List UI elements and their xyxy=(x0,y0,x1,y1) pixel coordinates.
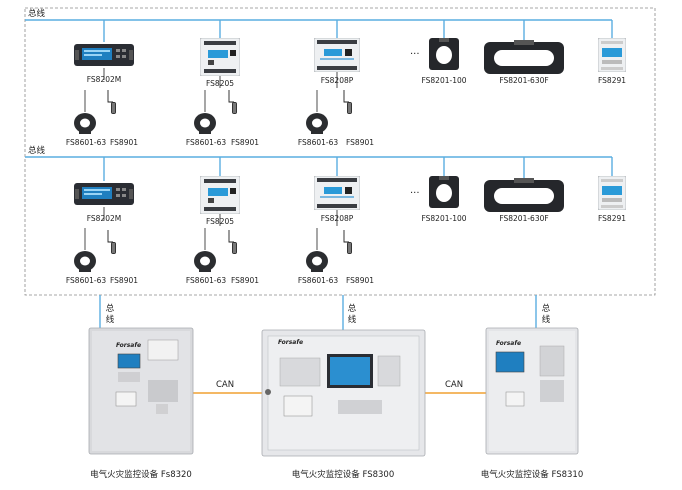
label-probe: FS8901 xyxy=(109,138,139,147)
bus-char: 总 xyxy=(541,304,551,314)
fs8201-100-sensor xyxy=(429,176,459,208)
bus-char: 线 xyxy=(541,315,551,325)
can-label-right: CAN xyxy=(445,380,464,390)
label-fs8208p: FS8208P xyxy=(320,76,354,85)
ellipsis: ··· xyxy=(410,49,420,60)
label-fs8291: FS8291 xyxy=(597,76,627,85)
caption-fs8310: 电气火灾监控设备 FS8310 xyxy=(480,470,584,480)
ct-sensor xyxy=(74,251,96,272)
ct-sensor xyxy=(306,251,328,272)
panel-fs8320 xyxy=(88,327,194,455)
ellipsis: ··· xyxy=(410,188,420,199)
can-label-left: CAN xyxy=(216,380,235,390)
bus-char: 总 xyxy=(105,304,115,314)
label-ct: FS8601-63 xyxy=(185,138,227,147)
label-fs8205: FS8205 xyxy=(205,217,235,226)
label-ct: FS8601-63 xyxy=(297,276,339,285)
label-probe: FS8901 xyxy=(345,138,375,147)
bus-char: 线 xyxy=(105,315,115,325)
label-fs8291: FS8291 xyxy=(597,214,627,223)
ct-sensor xyxy=(194,113,216,134)
temp-probe xyxy=(107,89,117,115)
label-fs8208p: FS8208P xyxy=(320,214,354,223)
caption-fs8300: 电气火灾监控设备 FS8300 xyxy=(291,470,395,480)
fs8205-module xyxy=(200,176,240,214)
label-probe: FS8901 xyxy=(345,276,375,285)
label-fs8201-100: FS8201-100 xyxy=(421,76,467,85)
label-fs8202m: FS8202M xyxy=(86,75,122,84)
panel-fs8300 xyxy=(261,329,426,457)
label-probe: FS8901 xyxy=(109,276,139,285)
label-ct: FS8601-63 xyxy=(65,138,107,147)
bus-label-row2: 总线 xyxy=(28,146,46,156)
fs8201-630f-sensor xyxy=(484,40,564,74)
fs8291-module xyxy=(598,176,626,210)
panel-fs8310 xyxy=(485,327,579,455)
label-ct: FS8601-63 xyxy=(185,276,227,285)
bus-label-vertical: 总 线 xyxy=(346,304,358,326)
fs8208p-module xyxy=(314,38,360,72)
brand-logo: Forsafe xyxy=(278,339,304,346)
fs8201-630f-sensor xyxy=(484,178,564,212)
label-fs8202m: FS8202M xyxy=(86,214,122,223)
label-ct: FS8601-63 xyxy=(65,276,107,285)
bus-label-vertical: 总 线 xyxy=(540,304,552,326)
bus-char: 线 xyxy=(347,315,357,325)
fs8202m-module xyxy=(74,44,134,66)
label-fs8201-630f: FS8201-630F xyxy=(499,76,549,85)
fs8205-module xyxy=(200,38,240,76)
temp-probe xyxy=(107,229,117,255)
bus-label-vertical: 总 线 xyxy=(104,304,116,326)
ct-sensor xyxy=(74,113,96,134)
temp-probe xyxy=(228,89,238,115)
fs8202m-module xyxy=(74,183,134,205)
temp-probe xyxy=(343,89,353,115)
caption-fs8320: 电气火灾监控设备 Fs8320 xyxy=(90,470,192,480)
fs8201-100-sensor xyxy=(429,38,459,70)
bus-label-row1: 总线 xyxy=(28,9,46,19)
temp-probe xyxy=(343,229,353,255)
label-fs8201-630f: FS8201-630F xyxy=(499,214,549,223)
device-row-1 xyxy=(74,38,626,134)
label-probe: FS8901 xyxy=(230,138,260,147)
network-enclosure xyxy=(24,7,656,296)
fs8208p-module xyxy=(314,176,360,210)
temp-probe xyxy=(228,229,238,255)
bus-lines xyxy=(25,19,613,330)
label-fs8201-100: FS8201-100 xyxy=(421,214,467,223)
brand-logo: Forsafe xyxy=(116,342,142,349)
label-ct: FS8601-63 xyxy=(297,138,339,147)
fs8291-module xyxy=(598,38,626,72)
label-probe: FS8901 xyxy=(230,276,260,285)
label-fs8205: FS8205 xyxy=(205,79,235,88)
ct-sensor xyxy=(306,113,328,134)
brand-logo: Forsafe xyxy=(496,340,522,347)
bus-char: 总 xyxy=(347,304,357,314)
device-row-2 xyxy=(74,176,626,272)
ct-sensor xyxy=(194,251,216,272)
